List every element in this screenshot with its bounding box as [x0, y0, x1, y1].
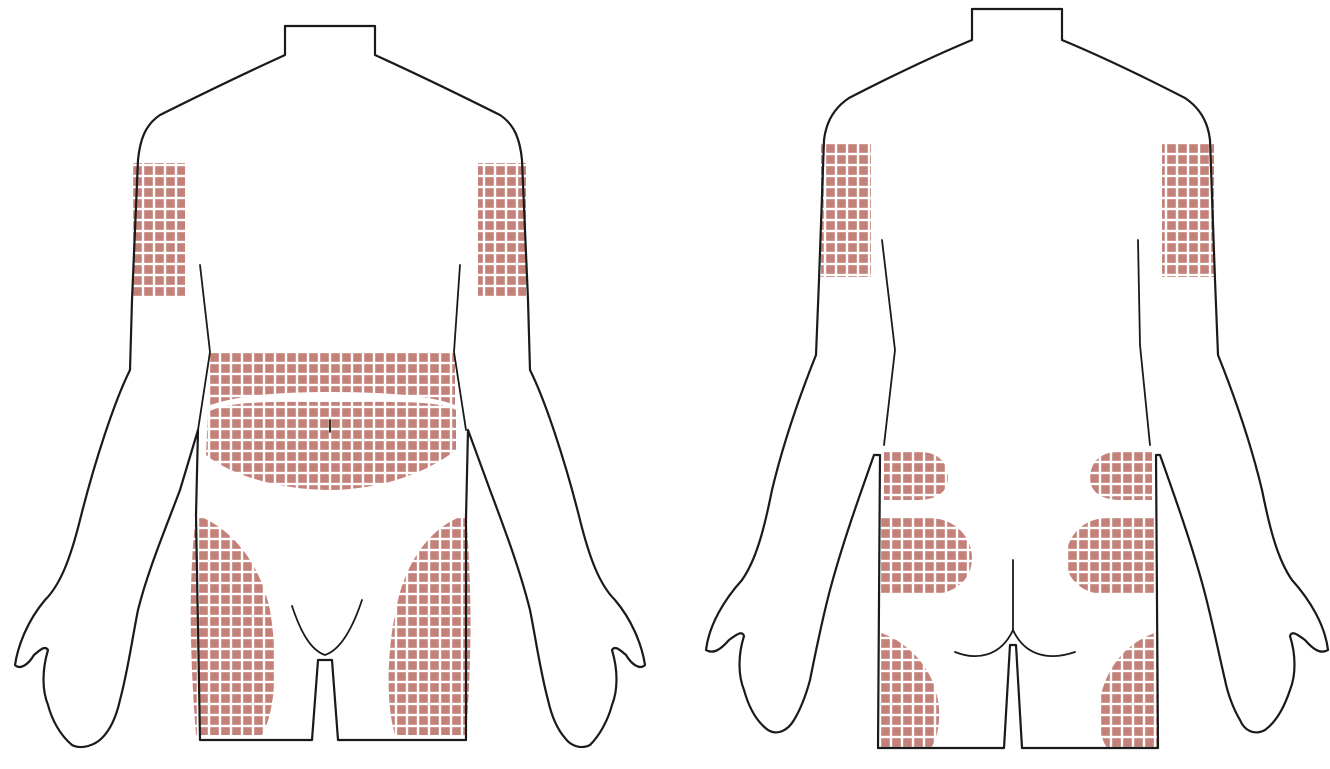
back-right-inner-arm-line [1138, 240, 1150, 445]
back-left-lower-buttock-zone [880, 518, 972, 595]
back-right-lower-buttock-zone [1066, 518, 1156, 595]
back-right-thigh-zone [1099, 632, 1158, 748]
front-body-figure [15, 26, 645, 747]
front-left-inner-arm-line [198, 265, 210, 430]
back-right-gluteal-fold [1013, 630, 1075, 656]
back-left-upper-arm-zone [821, 143, 871, 277]
back-left-upper-buttock-zone [884, 452, 948, 500]
back-left-inner-arm-line [882, 240, 895, 445]
front-left-thigh-zone [191, 515, 275, 735]
back-right-upper-buttock-zone [1090, 452, 1152, 500]
front-left-upper-arm-zone [133, 163, 185, 297]
front-upper-abdomen-zone [210, 352, 455, 405]
back-right-upper-arm-zone [1162, 143, 1214, 277]
front-groin-line [292, 600, 362, 655]
back-body-figure [706, 9, 1328, 748]
front-right-thigh-zone [389, 515, 471, 735]
back-left-thigh-zone [878, 632, 939, 748]
front-right-inner-arm-line [454, 265, 466, 430]
front-right-upper-arm-zone [478, 163, 526, 297]
front-lower-abdomen-zone [206, 402, 456, 490]
back-left-gluteal-fold [955, 630, 1013, 656]
